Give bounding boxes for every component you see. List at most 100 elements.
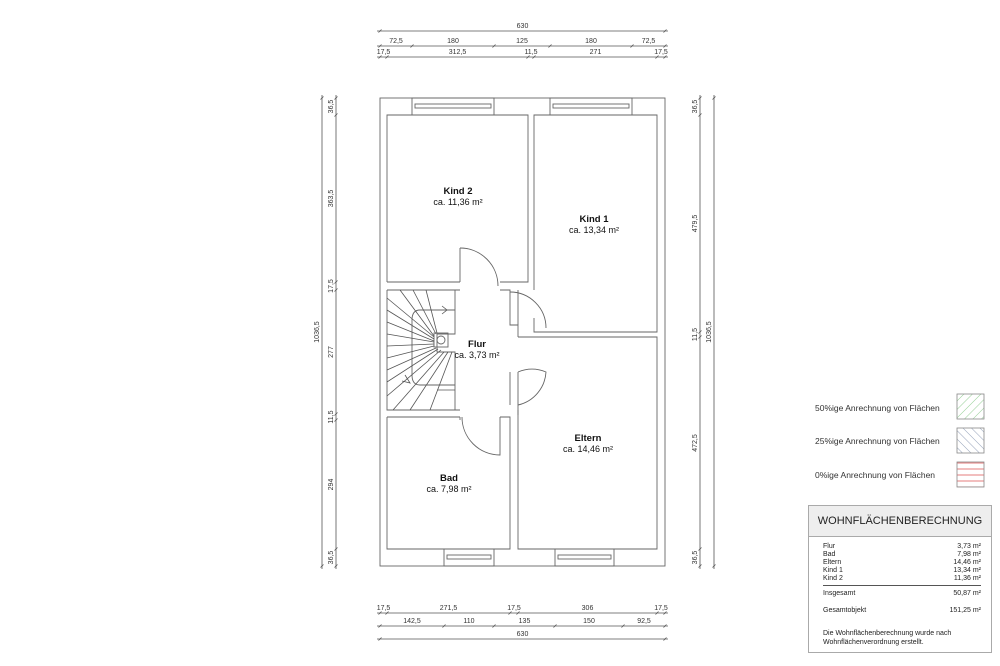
dimension-tick — [532, 55, 536, 59]
room-name: Flur — [468, 339, 486, 350]
left-segments-dimension-label: 36,5 — [328, 100, 335, 114]
dimension-tick — [698, 335, 702, 339]
legend-label-25: 25%ige Anrechnung von Flächen — [815, 436, 940, 446]
dimension-tick — [553, 624, 557, 628]
room-name: Kind 1 — [579, 214, 609, 225]
dimension-tick — [698, 330, 702, 334]
dimension-tick — [712, 564, 716, 568]
dimension-tick — [378, 44, 382, 48]
room-area: ca. 3,73 m² — [454, 350, 499, 360]
dimension-tick — [655, 611, 659, 615]
dimension-tick — [663, 44, 667, 48]
bottom-walls-dimension-label: 306 — [582, 605, 594, 612]
room-area: ca. 11,36 m² — [433, 197, 482, 207]
row-name: Eltern — [823, 559, 842, 566]
dimension-tick — [378, 611, 382, 615]
row-value: 3,73 m² — [957, 543, 981, 550]
dimension-tick — [334, 113, 338, 117]
staircase — [386, 289, 456, 411]
legend-swatch-50 — [956, 393, 985, 420]
top-openings-dimension-label: 72,5 — [642, 38, 656, 45]
legend-label-50: 50%ige Anrechnung von Flächen — [815, 403, 940, 413]
left-segments-dimension-label: 277 — [328, 346, 335, 358]
dimension-tick — [385, 611, 389, 615]
top-total-dimension-label: 630 — [517, 23, 529, 30]
total-value: 50,87 m² — [953, 590, 981, 597]
dimension-tick — [516, 611, 520, 615]
dimension-tick — [508, 611, 512, 615]
dimension-tick — [334, 418, 338, 422]
dimension-tick — [378, 55, 382, 59]
bottom-openings-dimension-label: 142,5 — [403, 618, 421, 625]
bottom-total-dimension-label: 630 — [517, 631, 529, 638]
table-row: Flur 3,73 m² — [809, 543, 991, 551]
top-openings-dimension-label: 180 — [585, 38, 597, 45]
top-openings-dimension-label: 72,5 — [389, 38, 403, 45]
legend-swatch-0 — [956, 461, 985, 488]
room-name: Eltern — [575, 433, 602, 444]
object-label: Gesamtobjekt — [823, 607, 867, 614]
dimension-tick — [320, 564, 324, 568]
table-row: Bad 7,98 m² — [809, 551, 991, 559]
dimension-tick — [378, 637, 382, 641]
dimension-tick — [663, 624, 667, 628]
row-name: Kind 1 — [823, 567, 843, 574]
dimension-tick — [663, 29, 667, 33]
room-area: ca. 14,46 m² — [563, 444, 613, 454]
table-title: WOHNFLÄCHENBERECHNUNG — [809, 506, 991, 537]
bottom-walls-dimension-label: 271,5 — [440, 605, 458, 612]
left-total-dimension-label: 1036,5 — [314, 321, 321, 343]
dimension-tick — [492, 624, 496, 628]
bottom-walls-dimension-label: 17,5 — [507, 605, 521, 612]
room-kind-1: Kind 1 ca. 13,34 m² — [569, 214, 619, 235]
top-openings-dimension-label: 125 — [516, 38, 528, 45]
room-flur: Flur ca. 3,73 m² — [454, 339, 499, 360]
bottom-openings-dimension-label: 92,5 — [637, 618, 651, 625]
dimension-tick — [663, 637, 667, 641]
object-value: 151,25 m² — [949, 607, 981, 614]
top-openings-dimension-label: 180 — [447, 38, 459, 45]
room-name: Kind 2 — [443, 186, 472, 197]
dimension-tick — [334, 547, 338, 551]
table-note: Die Wohnflächenberechnung wurde nach Woh… — [823, 630, 952, 646]
row-name: Bad — [823, 551, 836, 558]
dimension-tick — [378, 29, 382, 33]
dimension-tick — [442, 624, 446, 628]
dimension-tick — [526, 55, 530, 59]
room-kind-2: Kind 2 ca. 11,36 m² — [433, 186, 482, 207]
top-walls-dimension-label: 11,5 — [524, 49, 537, 56]
dimension-tick — [698, 96, 702, 100]
right-segments-dimension-label: 472,5 — [692, 434, 699, 452]
dimension-tick — [663, 55, 667, 59]
dimension-tick — [698, 564, 702, 568]
bottom-openings-dimension-label: 135 — [519, 618, 531, 625]
dimension-tick — [655, 55, 659, 59]
dimension-tick — [663, 611, 667, 615]
top-walls-dimension-label: 17,5 — [377, 49, 391, 56]
row-value: 7,98 m² — [957, 551, 981, 558]
dimension-tick — [410, 44, 414, 48]
legend-swatch-25 — [956, 427, 985, 454]
table-row: Kind 1 13,34 m² — [809, 567, 991, 575]
top-walls-dimension-label: 312,5 — [449, 49, 467, 56]
dimension-tick — [334, 564, 338, 568]
room-bad: Bad ca. 7,98 m² — [426, 473, 471, 494]
bottom-openings-dimension-label: 150 — [583, 618, 595, 625]
row-value: 14,46 m² — [953, 559, 981, 566]
dimension-tick — [712, 96, 716, 100]
dimension-tick — [698, 547, 702, 551]
room-name: Bad — [440, 473, 458, 484]
dimension-tick — [621, 624, 625, 628]
bottom-walls-dimension-label: 17,5 — [654, 605, 668, 612]
row-value: 11,36 m² — [953, 575, 981, 582]
left-segments-dimension-label: 36,5 — [328, 551, 335, 565]
dimension-tick — [385, 55, 389, 59]
row-name: Flur — [823, 543, 836, 550]
top-walls-dimension-label: 17,5 — [654, 49, 668, 56]
left-segments-dimension-label: 17,5 — [328, 279, 335, 293]
row-value: 13,34 m² — [953, 567, 981, 574]
